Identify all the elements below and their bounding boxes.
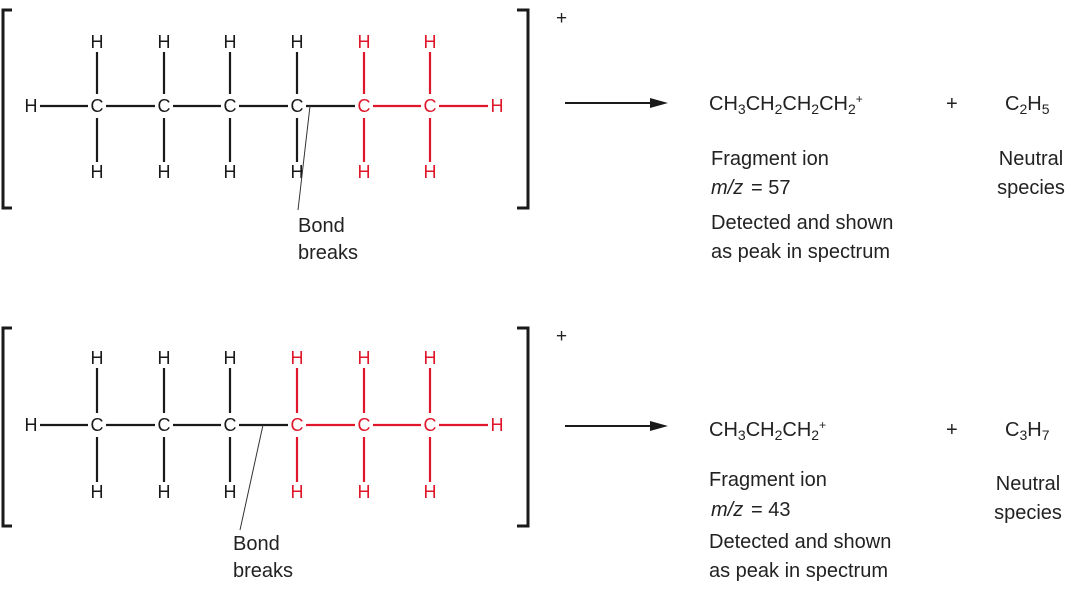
carbon-atom: C [158,96,171,116]
formula-part: CH [709,93,738,115]
mz-value: = 57 [751,177,790,199]
plus-sign: + [946,93,958,115]
bond-label: breaks [298,242,358,264]
carbon-atom: C [424,96,437,116]
fragment-ion-formula: CH3CH2CH2+ [709,418,826,443]
formula-part: CH [782,419,811,441]
carbon-atom: C [291,96,304,116]
carbon-atom: C [358,96,371,116]
hydrogen-atom: H [91,162,104,182]
charge-sign: + [556,326,567,347]
arrow-head [650,98,668,108]
hydrogen-atom: H [158,32,171,52]
hydrogen-atom: H [358,162,371,182]
bond-label: breaks [233,560,293,582]
formula-sub: 2 [811,427,819,443]
carbon-atom: C [158,415,171,435]
fragment-ion-label: Fragment ion [709,469,827,491]
formula-part: H [1027,93,1041,115]
formula-sub: 2 [775,101,783,117]
hydrogen-atom: H [424,348,437,368]
hydrogen-atom: H [424,162,437,182]
hydrogen-atom: H [424,32,437,52]
neutral-formula: C2H5 [1005,93,1050,117]
formula-sub: 2 [848,101,856,117]
hydrogen-atom: H [158,162,171,182]
neutral-label: species [997,177,1065,199]
molecular-ion: + H C H H C H H C H H C H H C H H C H H H [1,326,567,528]
hydrogen-atom: H [358,32,371,52]
formula-sub: 2 [1019,101,1027,117]
detected-note: as peak in spectrum [709,560,888,582]
hydrogen-atom: H [224,348,237,368]
formula-part: C [1005,93,1019,115]
carbon-atom: C [358,415,371,435]
formula-part: H [1027,419,1041,441]
formula-part: CH [746,93,775,115]
formula-sub: 7 [1042,427,1050,443]
fragment-ion-formula: CH3CH2CH2CH2+ [709,92,863,117]
mz-label: m/z [711,499,743,521]
formula-part: CH [782,93,811,115]
formula-part: C [1005,419,1019,441]
formula-part: CH [819,93,848,115]
hydrogen-atom: H [158,482,171,502]
detected-note: as peak in spectrum [711,241,890,263]
hydrogen-atom: H [291,162,304,182]
fragment-ion-label: Fragment ion [711,148,829,170]
bond-label: Bond [298,215,345,237]
carbon-atom: C [224,415,237,435]
hydrogen-atom: H [91,32,104,52]
mz-label: m/z [711,177,743,199]
hydrogen-atom: H [25,415,38,435]
neutral-formula: C3H7 [1005,419,1050,443]
carbon-atom: C [91,96,104,116]
neutral-label: species [994,502,1062,524]
hydrogen-atom: H [91,348,104,368]
hydrogen-atom: H [491,415,504,435]
carbon-atom: C [91,415,104,435]
formula-sub: 2 [775,427,783,443]
hydrogen-atom: H [491,96,504,116]
formula-sub: 3 [738,101,746,117]
carbon-atom: C [224,96,237,116]
detected-note: Detected and shown [709,531,891,553]
formula-sup: + [856,92,863,106]
hydrogen-atom: H [424,482,437,502]
pointer-line [297,105,311,211]
formula-sub: 3 [1019,427,1027,443]
hydrogen-atom: H [91,482,104,502]
neutral-label: Neutral [996,473,1060,495]
formula-sub: 5 [1042,101,1050,117]
hydrogen-atom: H [358,348,371,368]
mz-value: = 43 [751,499,790,521]
carbon-atom: C [424,415,437,435]
carbon-atom: C [291,415,304,435]
hydrogen-atom: H [158,348,171,368]
detected-note: Detected and shown [711,212,893,234]
formula-part: CH [709,419,738,441]
formula-part: CH [746,419,775,441]
hydrogen-atom: H [224,482,237,502]
formula-sub: 3 [738,427,746,443]
hydrogen-atom: H [224,32,237,52]
hydrogen-atom: H [291,32,304,52]
formula-sub: 2 [811,101,819,117]
hydrogen-atom: H [291,482,304,502]
charge-sign: + [556,8,567,29]
formula-sup: + [819,418,826,432]
hydrogen-atom: H [224,162,237,182]
bond-label: Bond [233,533,280,555]
arrow-head [650,421,668,431]
plus-sign: + [946,419,958,441]
hydrogen-atom: H [291,348,304,368]
neutral-label: Neutral [999,148,1063,170]
molecular-ion: + H C H H C H H C H H C H H C H H C H H H [1,8,567,210]
pointer-line [239,424,264,531]
hydrogen-atom: H [25,96,38,116]
hydrogen-atom: H [358,482,371,502]
